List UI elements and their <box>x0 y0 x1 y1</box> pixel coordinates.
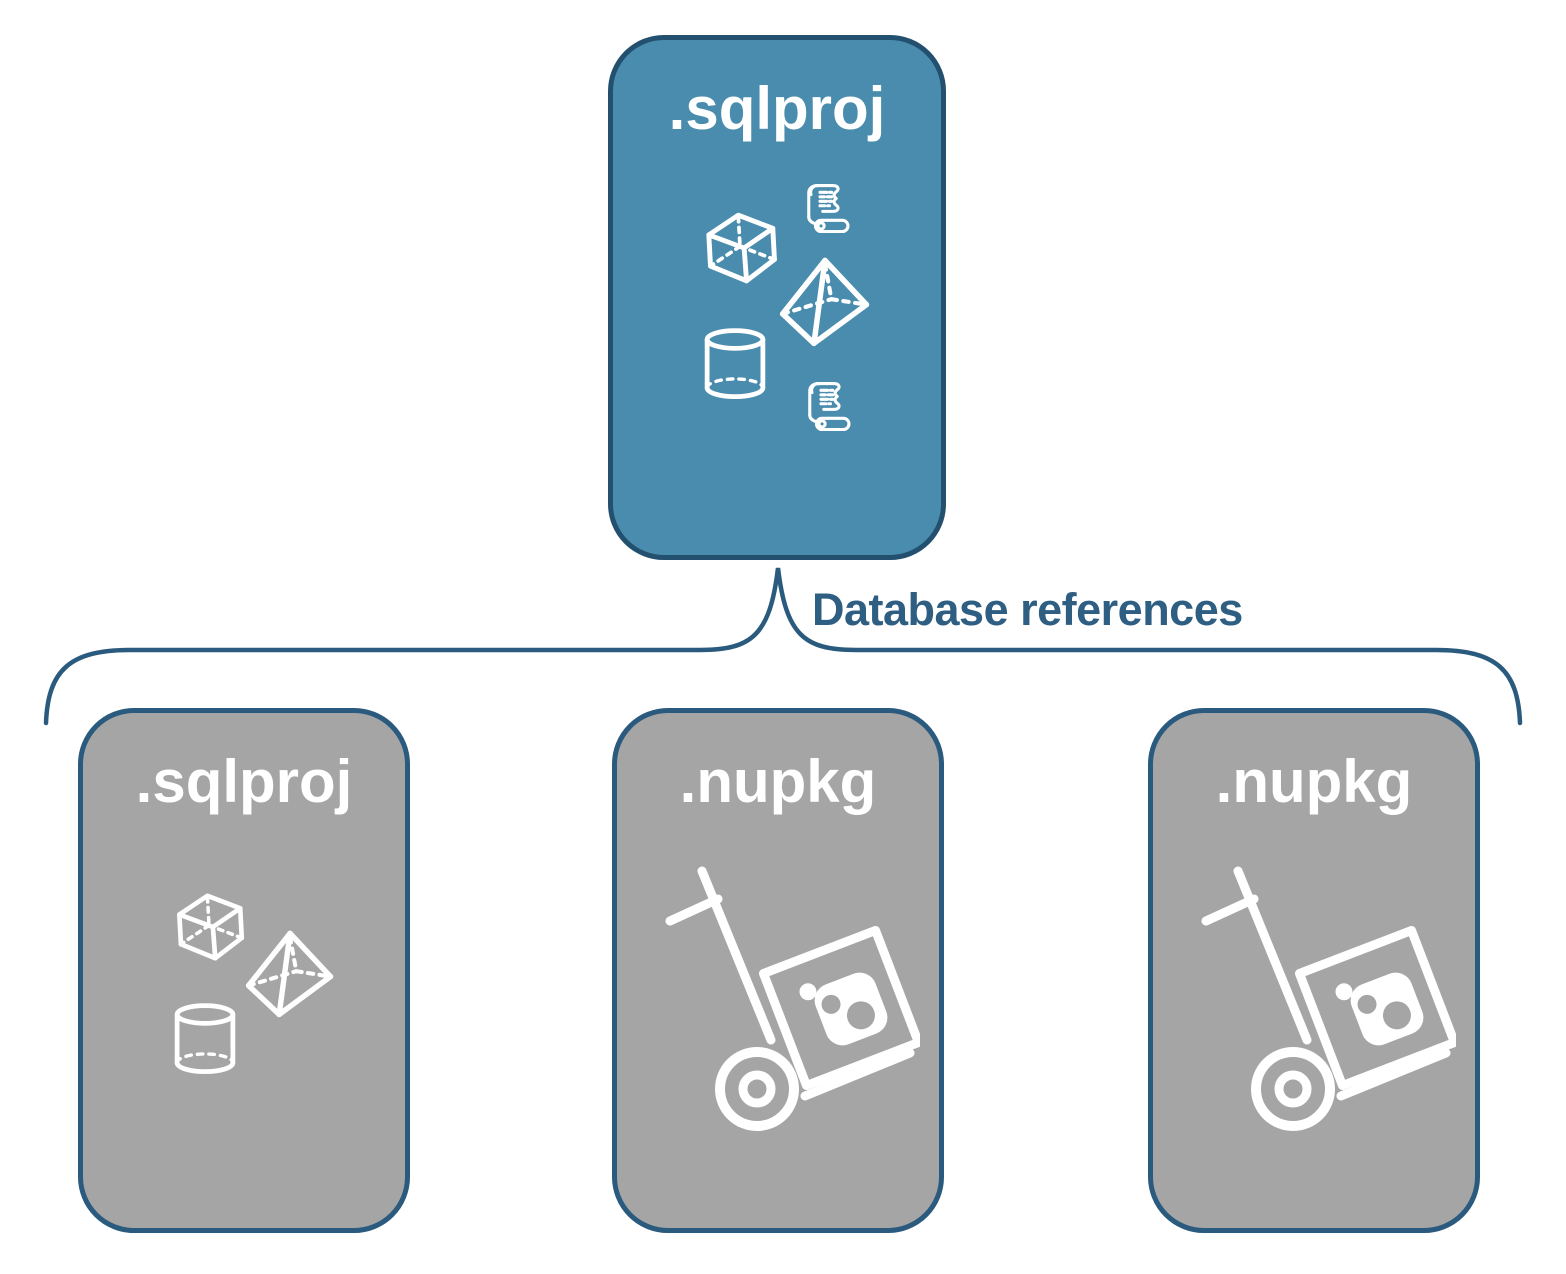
database-references-label: Database references <box>812 584 1243 635</box>
card-title-nupkg-1: .nupkg <box>679 748 877 815</box>
database-objects-icon <box>613 184 941 432</box>
hand-truck-icon <box>1206 871 1455 1126</box>
database-objects-icon <box>83 878 405 1098</box>
hand-truck-icon <box>670 871 919 1126</box>
scroll-icon <box>808 382 851 432</box>
cube-icon <box>709 215 775 281</box>
brace-path <box>43 567 1523 726</box>
card-nupkg-1: .nupkg <box>612 708 944 1233</box>
pyramid-icon <box>783 261 867 344</box>
card-title-sqlproj-child: .sqlproj <box>135 748 353 815</box>
card-nupkg-2: .nupkg <box>1148 708 1480 1233</box>
card-sqlproj-child: .sqlproj <box>78 708 410 1233</box>
card-title-nupkg-2: .nupkg <box>1215 748 1413 815</box>
card-sqlproj-parent: .sqlproj <box>608 35 946 560</box>
cube-icon <box>179 896 241 958</box>
cylinder-icon <box>177 1006 233 1072</box>
package-dolly-icon <box>665 865 920 1145</box>
cylinder-icon <box>707 331 763 397</box>
card-title-sqlproj-parent: .sqlproj <box>668 75 886 142</box>
scroll-icon <box>807 184 850 234</box>
package-dolly-icon <box>1201 865 1456 1145</box>
pyramid-icon <box>249 933 331 1014</box>
